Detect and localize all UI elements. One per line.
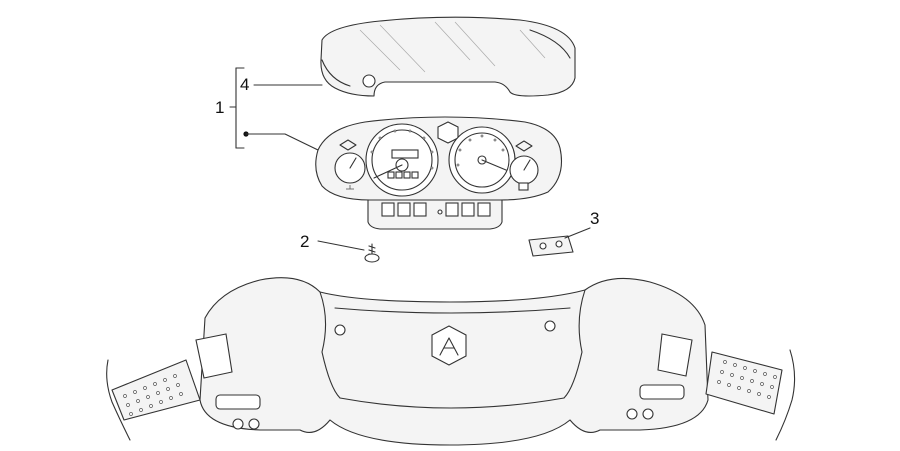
left-switch-pod (195, 333, 261, 430)
fuel-gauge (334, 139, 366, 190)
warning-triangle-icon (515, 140, 533, 152)
hex-emblem-icon (431, 325, 467, 366)
callout-label-1: 1 (215, 98, 224, 117)
leader-line-1 (243, 131, 319, 151)
callout-label-4: 4 (240, 75, 249, 94)
handlebar-assembly[interactable] (195, 277, 709, 446)
instrument-cover-lens[interactable] (320, 16, 576, 97)
instrument-cluster[interactable] (315, 116, 563, 230)
speedometer (365, 123, 439, 197)
cover-screw-hole (362, 74, 376, 88)
right-grip[interactable] (705, 349, 796, 441)
left-grip[interactable] (106, 359, 201, 441)
speedometer-digits (387, 171, 419, 179)
mounting-screw[interactable] (364, 243, 380, 263)
temperature-gauge (509, 140, 539, 191)
tachometer (448, 126, 516, 194)
leader-line-2 (317, 240, 365, 251)
callout-label-3: 3 (590, 209, 599, 228)
indicator-light-strip (367, 199, 503, 230)
hex-logo-icon (437, 121, 459, 144)
callout-label-2: 2 (300, 232, 309, 251)
warning-triangle-icon (339, 139, 357, 151)
right-switch-pod (626, 333, 693, 420)
callout-bracket (229, 67, 245, 149)
mounting-clip[interactable] (528, 235, 574, 257)
leader-line-3 (564, 227, 591, 239)
right-grip-texture (717, 360, 777, 399)
left-grip-texture (123, 374, 183, 416)
